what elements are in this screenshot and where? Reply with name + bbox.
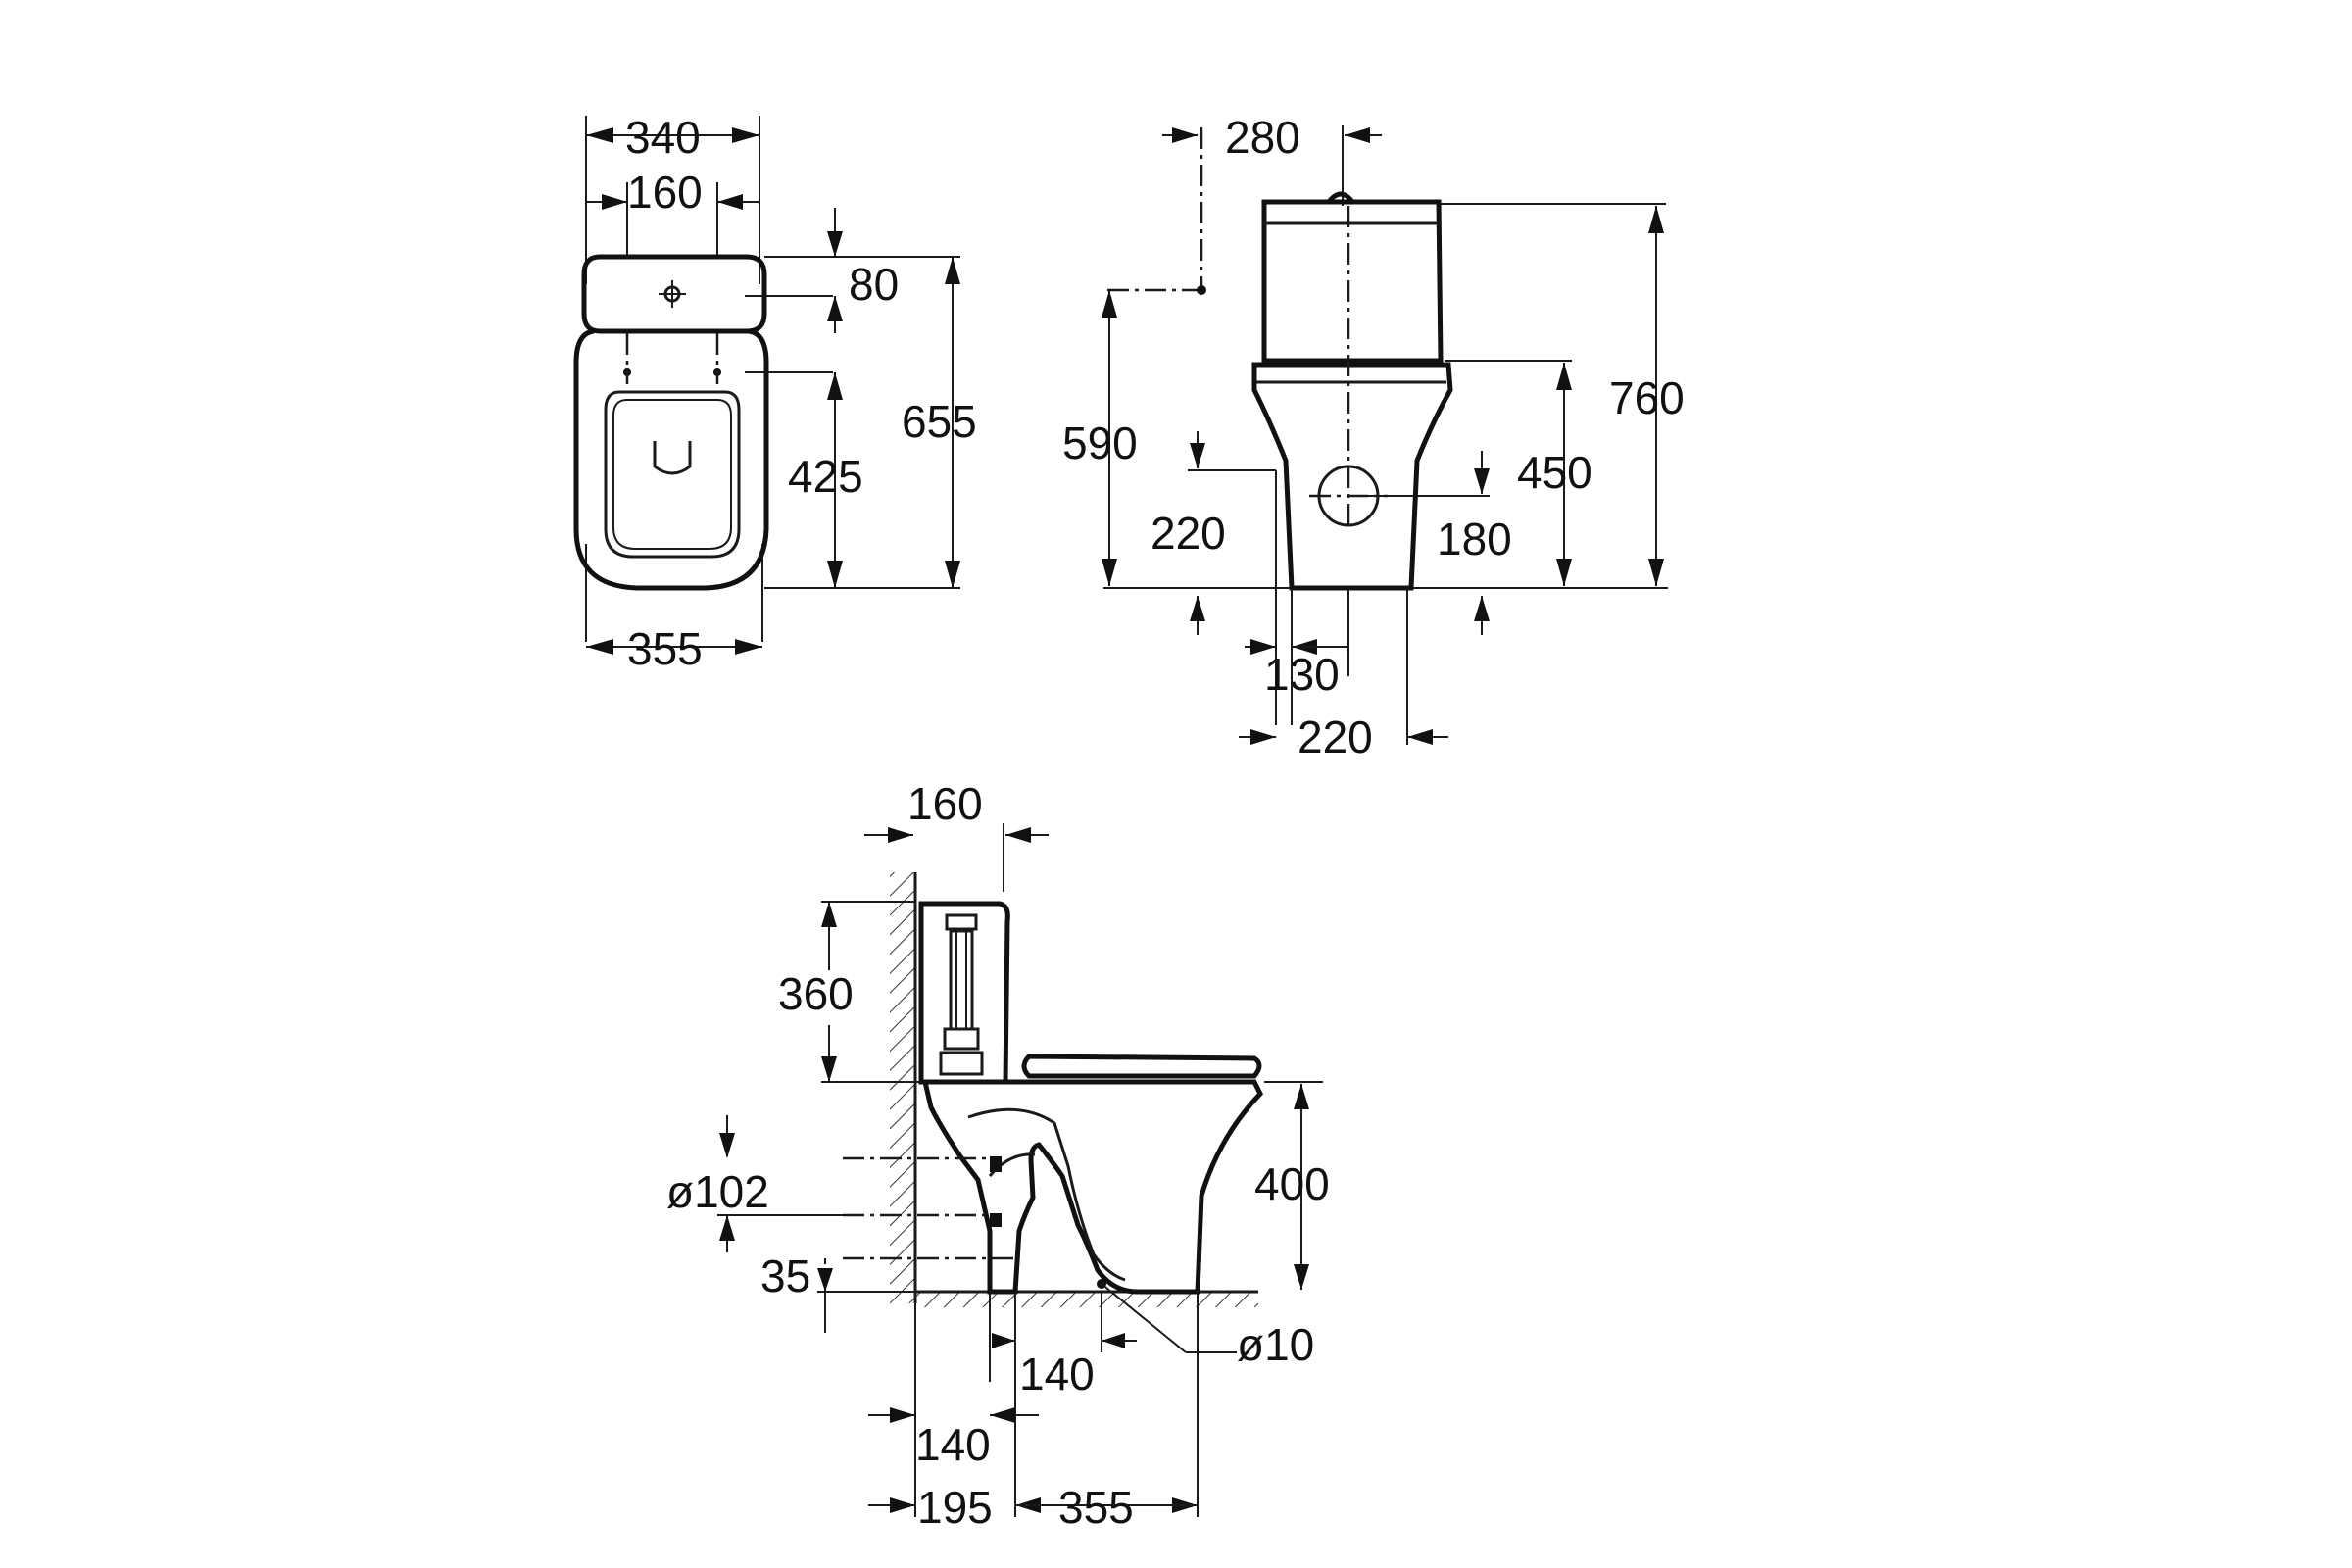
dim-side-355: 355 bbox=[1058, 1482, 1134, 1533]
dim-front-220-left: 220 bbox=[1151, 508, 1226, 559]
side-view: 160 360 400 ø102 35 ø10 140 140 195 355 bbox=[666, 778, 1330, 1533]
dim-top-355: 355 bbox=[627, 623, 703, 674]
dim-top-655: 655 bbox=[902, 396, 977, 447]
dim-front-130: 130 bbox=[1264, 649, 1340, 700]
dim-front-450: 450 bbox=[1517, 447, 1592, 498]
dim-front-180: 180 bbox=[1437, 514, 1512, 564]
dim-side-400: 400 bbox=[1254, 1158, 1330, 1209]
dim-side-o10: ø10 bbox=[1237, 1319, 1314, 1370]
dim-side-140-wall: 140 bbox=[915, 1419, 991, 1470]
dim-top-340: 340 bbox=[625, 112, 701, 163]
dim-side-o102: ø102 bbox=[666, 1166, 769, 1217]
dim-front-220-bottom: 220 bbox=[1298, 711, 1373, 762]
dim-side-160: 160 bbox=[907, 778, 983, 829]
dim-side-140-inner: 140 bbox=[1019, 1348, 1095, 1399]
dim-top-425: 425 bbox=[788, 451, 863, 502]
dim-side-35: 35 bbox=[760, 1250, 810, 1301]
dim-side-195: 195 bbox=[917, 1482, 993, 1533]
dim-front-590: 590 bbox=[1062, 417, 1138, 468]
dim-front-280: 280 bbox=[1225, 112, 1300, 163]
dim-side-360: 360 bbox=[778, 968, 854, 1019]
top-view: 340 160 80 655 425 355 bbox=[573, 112, 977, 674]
dim-top-160: 160 bbox=[627, 167, 703, 218]
dim-front-760: 760 bbox=[1609, 372, 1685, 423]
front-view: 280 590 760 450 220 180 130 220 bbox=[1062, 112, 1685, 762]
dim-top-80: 80 bbox=[849, 259, 899, 310]
